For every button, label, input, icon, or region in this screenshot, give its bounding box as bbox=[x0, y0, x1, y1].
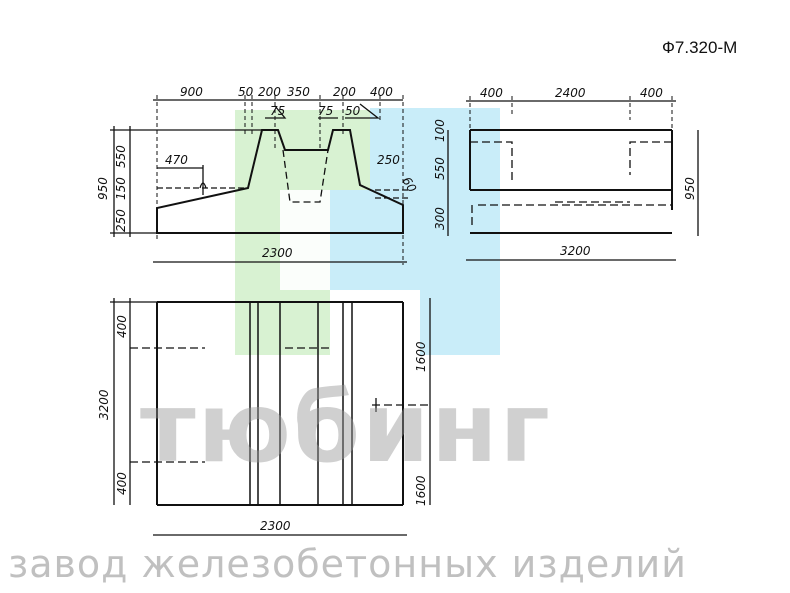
dim-550: 550 bbox=[114, 145, 128, 168]
dim-400: 400 bbox=[370, 85, 393, 99]
dim-2300-plan: 2300 bbox=[260, 519, 291, 533]
plan-view: 3200 400 400 1600 1600 2300 bbox=[97, 298, 431, 536]
dim-470: 470 bbox=[165, 153, 188, 167]
logo-cutout bbox=[280, 190, 330, 290]
logo-blue-shape bbox=[330, 108, 500, 355]
dim-400-bottom: 400 bbox=[115, 472, 129, 495]
dim-400-top: 400 bbox=[115, 315, 129, 338]
dim-100: 100 bbox=[433, 119, 447, 142]
dim-950: 950 bbox=[96, 177, 110, 200]
dim-550-side: 550 bbox=[433, 157, 447, 180]
dim-3200-side: 3200 bbox=[560, 244, 591, 258]
front-view: 900 50 200 350 200 400 75 75 50 950 550 … bbox=[96, 85, 419, 265]
dim-200a: 200 bbox=[258, 85, 281, 99]
dim-950-side: 950 bbox=[683, 177, 697, 200]
slope-75b: 75 bbox=[318, 104, 333, 118]
dim-350: 350 bbox=[287, 85, 310, 99]
dim-1600a: 1600 bbox=[414, 341, 428, 372]
slope-50: 50 bbox=[345, 104, 361, 118]
side-view: 400 2400 400 100 550 300 950 3200 bbox=[433, 86, 699, 261]
dim-150: 150 bbox=[114, 177, 128, 200]
product-code: Ф7.320-М bbox=[662, 38, 738, 57]
dim-300: 300 bbox=[433, 207, 447, 230]
dim-400b: 400 bbox=[640, 86, 663, 100]
dim-3200-plan: 3200 bbox=[97, 389, 111, 420]
dim-200b: 200 bbox=[333, 85, 356, 99]
watermark-subtitle: завод железобетонных изделий bbox=[8, 542, 687, 586]
dim-400a: 400 bbox=[480, 86, 503, 100]
dim-60: 60 bbox=[399, 175, 419, 196]
watermark-title: тюбинг bbox=[140, 372, 552, 484]
dim-1600b: 1600 bbox=[414, 475, 428, 506]
dim-900: 900 bbox=[180, 85, 203, 99]
dim-50: 50 bbox=[238, 85, 254, 99]
dim-2400: 2400 bbox=[555, 86, 586, 100]
dim-250-inner: 250 bbox=[377, 153, 400, 167]
dim-250: 250 bbox=[114, 209, 128, 232]
slope-75a: 75 bbox=[270, 104, 285, 118]
dim-2300-front: 2300 bbox=[262, 246, 293, 260]
